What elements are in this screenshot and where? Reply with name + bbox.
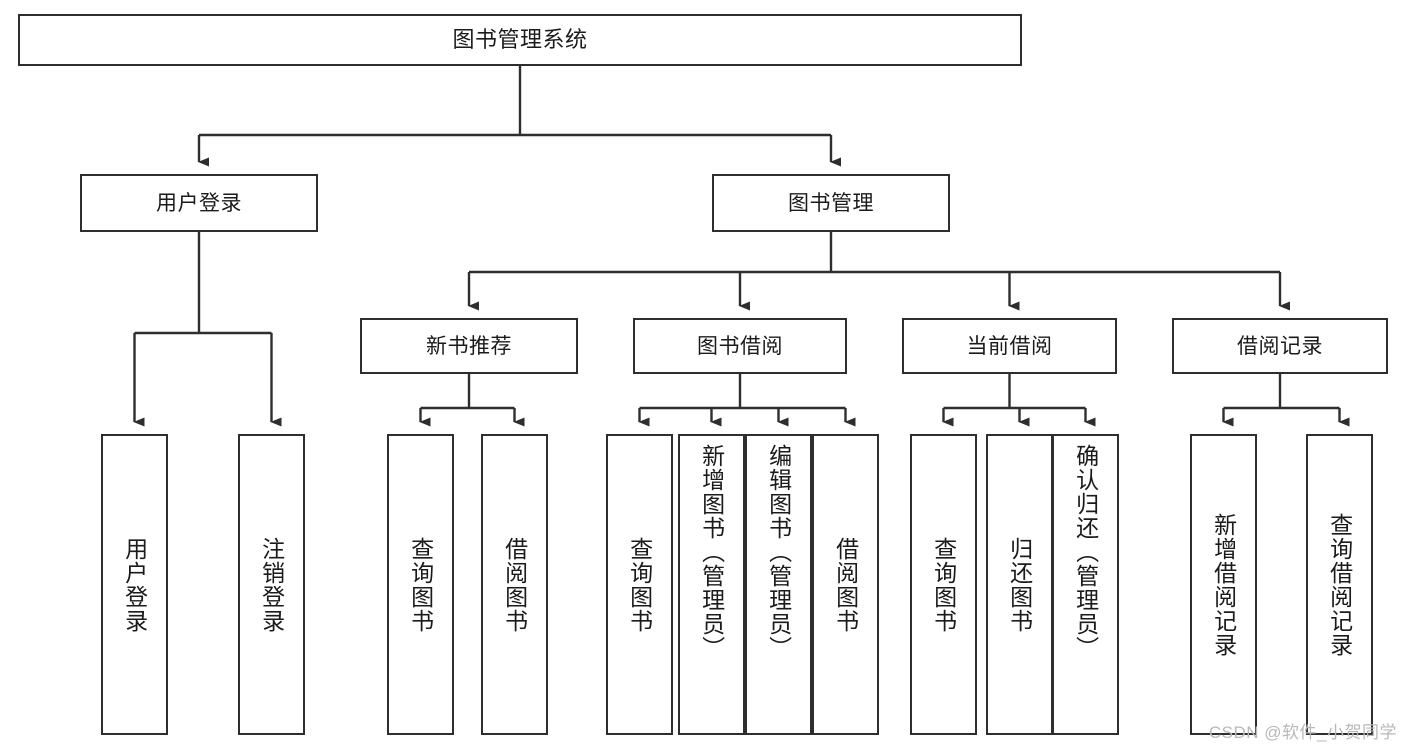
node-label: 查询图书: [930, 536, 957, 633]
node-label: 借阅图书: [501, 536, 528, 633]
node-leaf-query-record[interactable]: 查询借阅记录: [1306, 434, 1373, 735]
node-label: 用户登录: [156, 191, 242, 215]
node-leaf-borrow-book-2[interactable]: 借阅图书: [812, 434, 879, 735]
node-borrow-record[interactable]: 借阅记录: [1172, 318, 1388, 374]
node-label: 图书管理: [788, 191, 874, 215]
node-leaf-user-login[interactable]: 用户登录: [101, 434, 168, 735]
node-book-manage[interactable]: 图书管理: [712, 174, 950, 232]
node-user-login[interactable]: 用户登录: [80, 174, 318, 232]
node-leaf-borrow-book-1[interactable]: 借阅图书: [481, 434, 548, 735]
node-label: 注销登录: [258, 536, 285, 633]
node-label: 借阅记录: [1237, 334, 1323, 358]
node-current-borrow[interactable]: 当前借阅: [902, 318, 1117, 374]
node-leaf-edit-book[interactable]: 编辑图书（管理员）: [745, 434, 812, 735]
node-leaf-query-book-1[interactable]: 查询图书: [387, 434, 454, 735]
node-label: 确认归还（管理员）: [1072, 444, 1099, 660]
watermark-text: CSDN @软件_小贺同学: [1208, 723, 1397, 742]
node-label: 查询借阅记录: [1326, 512, 1353, 657]
node-label: 新增借阅记录: [1210, 512, 1237, 657]
node-label: 当前借阅: [966, 334, 1053, 358]
node-leaf-confirm-return[interactable]: 确认归还（管理员）: [1052, 434, 1119, 735]
node-root[interactable]: 图书管理系统: [18, 14, 1022, 66]
node-label: 编辑图书（管理员）: [765, 444, 792, 660]
node-label: 借阅图书: [832, 536, 859, 633]
node-label: 图书借阅: [697, 334, 783, 358]
node-label: 用户登录: [121, 536, 148, 633]
node-leaf-add-book[interactable]: 新增图书（管理员）: [678, 434, 745, 735]
node-label: 查询图书: [626, 536, 653, 633]
node-leaf-query-book-2[interactable]: 查询图书: [606, 434, 673, 735]
node-leaf-add-record[interactable]: 新增借阅记录: [1190, 434, 1257, 735]
node-label: 图书管理系统: [452, 27, 588, 52]
node-label: 归还图书: [1006, 536, 1033, 633]
node-label: 查询图书: [407, 536, 434, 633]
node-label: 新书推荐: [426, 334, 512, 358]
node-leaf-query-book-3[interactable]: 查询图书: [910, 434, 977, 735]
node-label: 新增图书（管理员）: [698, 444, 725, 660]
node-leaf-return-book[interactable]: 归还图书: [986, 434, 1053, 735]
node-book-borrow[interactable]: 图书借阅: [633, 318, 847, 374]
node-new-book-rec[interactable]: 新书推荐: [360, 318, 578, 374]
node-leaf-logout[interactable]: 注销登录: [238, 434, 305, 735]
